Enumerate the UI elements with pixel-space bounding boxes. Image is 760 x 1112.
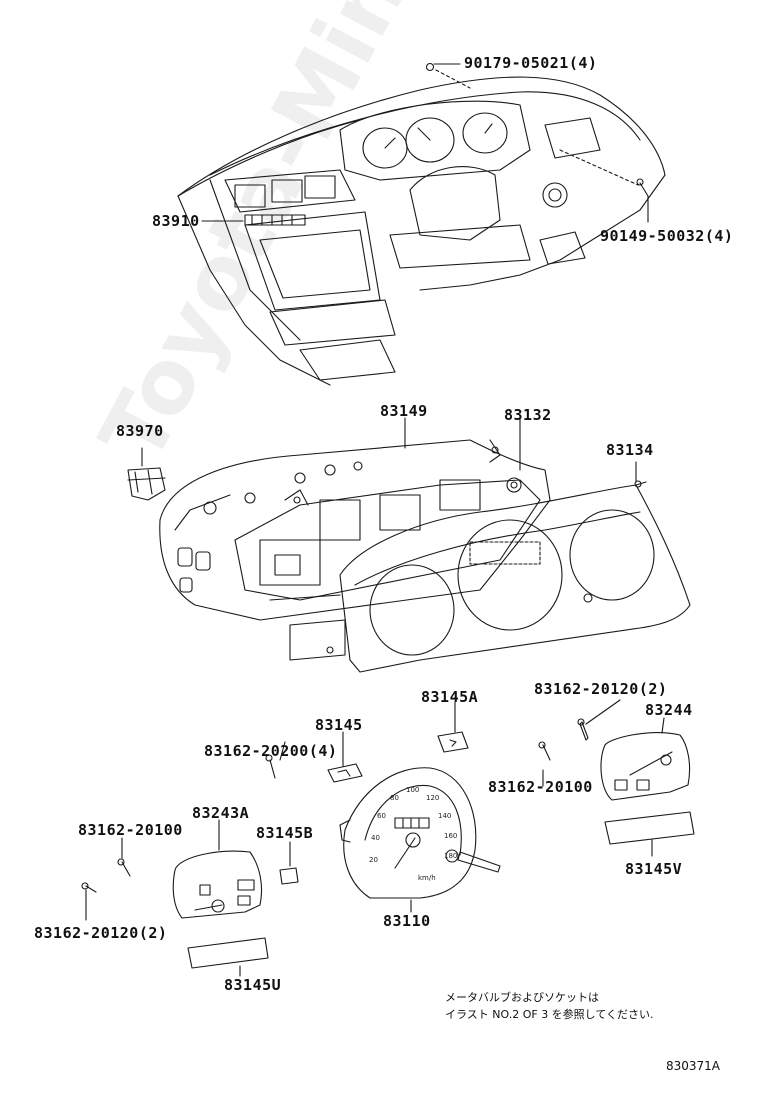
label-83970: 83970 bbox=[116, 422, 164, 440]
label-83162-20100-left: 83162-20100 bbox=[78, 821, 183, 839]
cover-83145A bbox=[437, 731, 469, 753]
label-90179-05021: 90179-05021(4) bbox=[464, 54, 598, 72]
dashboard-illustration bbox=[177, 62, 666, 386]
cluster-housing bbox=[159, 439, 551, 661]
label-83132: 83132 bbox=[504, 406, 552, 424]
scale-80: 80 bbox=[390, 794, 399, 802]
speedometer-scale: 20 40 60 80 100 120 140 160 180 km/h bbox=[369, 786, 457, 882]
label-83910: 83910 bbox=[152, 212, 200, 230]
scale-40: 40 bbox=[371, 834, 380, 842]
label-83162-20200: 83162-20200(4) bbox=[204, 742, 338, 760]
label-83145V: 83145V bbox=[625, 860, 683, 878]
scale-160: 160 bbox=[444, 832, 457, 840]
label-83145U: 83145U bbox=[224, 976, 282, 994]
scale-120: 120 bbox=[426, 794, 439, 802]
label-90149-50032: 90149-50032(4) bbox=[600, 227, 734, 245]
socket-83970 bbox=[127, 467, 166, 501]
label-83110: 83110 bbox=[383, 912, 431, 930]
label-83162-20100-right: 83162-20100 bbox=[488, 778, 593, 796]
gauge-83243A bbox=[172, 850, 263, 919]
speed-unit: km/h bbox=[418, 874, 436, 882]
scale-20: 20 bbox=[369, 856, 378, 864]
component-83910 bbox=[244, 214, 306, 226]
cover-83145B bbox=[279, 867, 299, 885]
plate-83145V bbox=[604, 811, 695, 845]
label-83149: 83149 bbox=[380, 402, 428, 420]
label-83134: 83134 bbox=[606, 441, 654, 459]
scale-140: 140 bbox=[438, 812, 451, 820]
label-83162-20120-left: 83162-20120(2) bbox=[34, 924, 168, 942]
figure-id: 830371A bbox=[666, 1059, 721, 1073]
screws bbox=[81, 699, 621, 921]
cover-83145 bbox=[327, 763, 363, 783]
cluster-lens bbox=[339, 480, 691, 673]
label-83145B: 83145B bbox=[256, 824, 314, 842]
label-83145A: 83145A bbox=[421, 688, 479, 706]
label-83243A: 83243A bbox=[192, 804, 250, 822]
gauge-83244 bbox=[600, 732, 691, 801]
speedometer-83110 bbox=[339, 767, 501, 899]
scale-100: 100 bbox=[406, 786, 419, 794]
plate-83145U bbox=[187, 937, 269, 969]
label-83244: 83244 bbox=[645, 701, 693, 719]
note-line-1: メータバルブおよびソケットは bbox=[445, 991, 599, 1004]
label-83145: 83145 bbox=[315, 716, 363, 734]
scale-180: 180 bbox=[444, 852, 457, 860]
scale-60: 60 bbox=[377, 812, 386, 820]
note-line-2: イラスト NO.2 OF 3 を参照してください. bbox=[445, 1008, 654, 1021]
label-83162-20120-right: 83162-20120(2) bbox=[534, 680, 668, 698]
